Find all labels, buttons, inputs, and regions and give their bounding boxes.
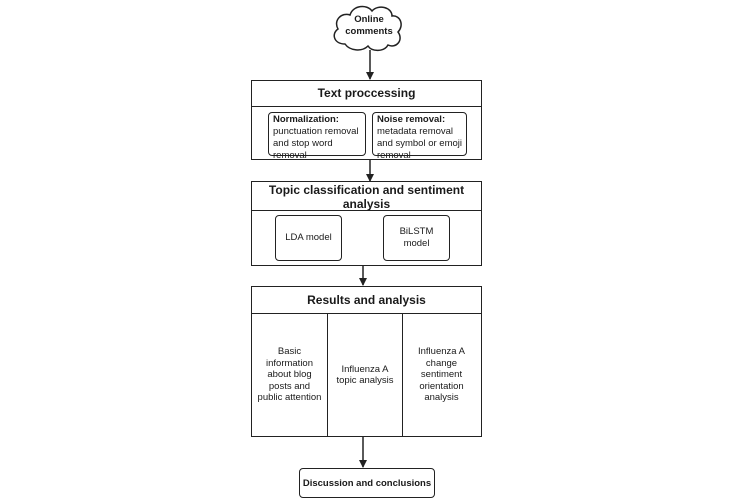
discussion-conclusions-box: Discussion and conclusions [299,468,435,498]
bilstm-model-box: BiLSTM model [383,215,450,261]
results-title: Results and analysis [252,287,481,314]
lda-model-box: LDA model [275,215,342,261]
text-processing-box: Text proccessing Normalization: punctuat… [251,80,482,161]
normalization-box: Normalization: punctuation removal and s… [268,112,366,161]
text-processing-title: Text proccessing [252,81,481,107]
noise-removal-detail: metadata removal and symbol or emoji rem… [377,126,463,161]
normalization-detail: punctuation removal and stop word remova… [273,126,359,161]
results-column-topic-analysis: Influenza A topic analysis [328,314,403,436]
topic-classification-title: Topic classification and sentiment analy… [252,182,481,211]
online-comments-label: Online comments [345,14,393,37]
normalization-heading: Normalization: [273,114,339,125]
noise-removal-box: Noise removal: metadata removal and symb… [372,112,467,161]
noise-removal-heading: Noise removal: [377,114,446,125]
cloud-shape [333,5,402,52]
topic-classification-box: Topic classification and sentiment analy… [251,181,482,266]
results-column-sentiment-analysis: Influenza A change sentiment orientation… [417,346,465,404]
results-box: Results and analysis Basic information a… [251,286,482,437]
results-column-basic-info: Basic information about blog posts and p… [252,314,328,436]
